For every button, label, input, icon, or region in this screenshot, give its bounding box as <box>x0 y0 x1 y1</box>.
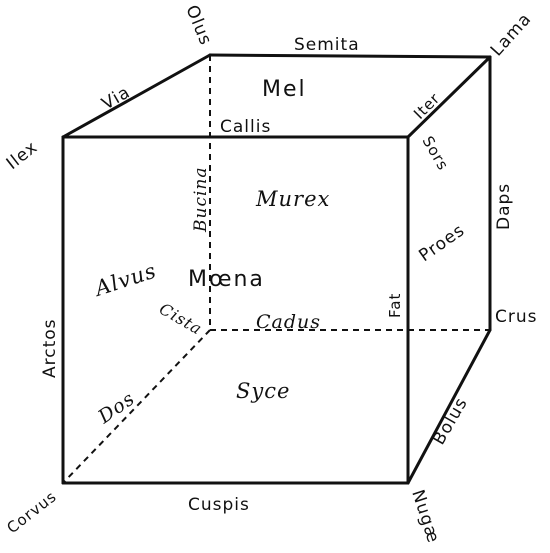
vertex-label-ilex: Ilex <box>3 137 42 174</box>
edge-label-bolus: Bolus <box>429 394 472 449</box>
edge-label-cuspis: Cuspis <box>188 495 250 515</box>
edge-label-sors: Sors <box>419 133 453 174</box>
face-label-murex: Murex <box>255 187 330 211</box>
vertex-label-lama: Lama <box>487 9 536 60</box>
face-label-mel: Mel <box>262 77 307 102</box>
edge-label-arctos: Arctos <box>40 318 60 378</box>
vertex-label-corvus: Corvus <box>3 487 60 537</box>
edge-back-top <box>208 53 492 59</box>
face-label-moena: Mœna <box>188 267 265 292</box>
vertex-label-nugae: Nugæ <box>407 487 443 545</box>
edge-label-daps: Daps <box>494 183 514 230</box>
edge-label-callis: Callis <box>220 117 271 137</box>
edge-left-bottom-hidden <box>62 329 211 484</box>
vertex-label-olus: Olus <box>181 2 215 48</box>
edge-label-bucina: Bucina <box>191 167 211 233</box>
edge-left-top <box>61 53 212 139</box>
edge-label-semita: Semita <box>294 35 360 55</box>
point-label-cista: Cista <box>156 299 206 339</box>
point-label-fat: Fat <box>386 293 404 318</box>
edge-right-top <box>406 55 492 139</box>
edge-label-iter: Iter <box>410 89 444 123</box>
edge-label-dos: Dos <box>93 387 139 428</box>
edge-label-via: Via <box>99 82 134 114</box>
face-label-syce: Syce <box>236 379 290 403</box>
vertex-label-crus: Crus <box>495 307 538 327</box>
face-label-alvus: Alvus <box>90 258 159 301</box>
edge-label-cadus: Cadus <box>256 311 321 333</box>
edge-right-bottom <box>406 328 492 485</box>
face-label-proes: Proes <box>415 220 468 266</box>
